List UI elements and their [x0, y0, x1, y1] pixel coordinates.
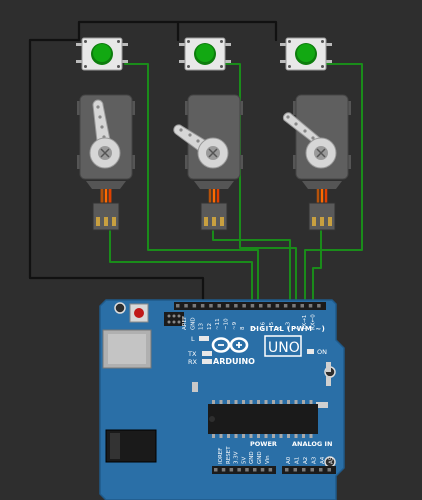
servo-motor-2[interactable] [173, 94, 243, 231]
pushbutton-2[interactable] [179, 37, 231, 71]
pin-label-a1: A1 [295, 457, 301, 464]
pin-label-2: 2 [294, 327, 300, 331]
pin-label-a4: A4 [320, 456, 326, 464]
svg-text:ON: ON [317, 348, 327, 356]
pin-label-tx1: TX→1 [302, 315, 308, 331]
on-led: ON [307, 348, 327, 356]
pin-label-9: ~9 [232, 321, 238, 330]
servo-3-signal-wire[interactable] [312, 227, 322, 307]
pin-label-vin: Vin [265, 455, 271, 464]
pin-label-8: 8 [240, 326, 246, 330]
pin-label-gnd: GND [249, 451, 255, 464]
button-2-signal-wire[interactable] [223, 63, 297, 307]
svg-text:L: L [191, 335, 195, 343]
pin-label-a2: A2 [303, 457, 309, 464]
pin-label-a3: A3 [312, 456, 318, 464]
pin-label-gnd: GND [190, 317, 196, 330]
pin-label-ioref: IOREF [218, 448, 224, 464]
pin-label-rx0: RX←0 [311, 314, 317, 330]
pin-label-aref: AREF [182, 316, 188, 330]
pin-label-3: ~3 [286, 321, 292, 330]
svg-text:RX: RX [188, 358, 198, 366]
digital-header[interactable] [174, 302, 326, 310]
pin-label-12: 12 [207, 323, 213, 330]
button-3-signal-wire[interactable] [304, 63, 363, 307]
atmega-chip[interactable] [208, 400, 318, 438]
pin-label-5: ~5 [269, 321, 275, 330]
power-label: POWER [250, 440, 277, 448]
servo-horn[interactable] [283, 112, 328, 146]
analog-header[interactable] [282, 466, 336, 474]
pin-label-a0: A0 [286, 456, 292, 464]
bottom-header-pins [214, 468, 331, 472]
svg-text:TX: TX [187, 350, 197, 358]
arduino-brand: ARDUINO [213, 357, 255, 366]
servo-horn[interactable] [92, 99, 113, 151]
pushbutton-1[interactable] [76, 37, 128, 71]
status-leds: L TX RX [187, 335, 212, 366]
uno-label-box [264, 335, 302, 357]
servo-motor-1[interactable] [77, 94, 135, 231]
digital-label: DIGITAL (PWM ~) [250, 325, 325, 333]
button-1-signal-wire[interactable] [124, 63, 259, 307]
analog-label: ANALOG IN [292, 440, 332, 448]
ground-wire[interactable] [28, 20, 278, 308]
pin-label-4: 4 [277, 326, 283, 330]
pin-label-11: ~11 [215, 318, 221, 330]
pin-label-33v: 3.3V [234, 451, 240, 464]
servo-1-signal-wire[interactable] [109, 227, 253, 307]
pin-label-reset: RESET [226, 446, 232, 464]
digital-header-pins [176, 304, 321, 308]
icsp-header [164, 312, 184, 326]
pushbutton-3[interactable] [280, 37, 332, 71]
pin-label-gnd: GND [257, 451, 263, 464]
pin-label-a5: A5 [329, 456, 335, 464]
arduino-logo [211, 337, 249, 353]
wires [28, 20, 363, 308]
power-header[interactable] [212, 466, 276, 474]
uno-label: UNO [268, 340, 300, 356]
pin-label-13: 13 [199, 323, 205, 330]
pin-label-6: ~6 [261, 321, 267, 330]
servo-2-signal-wire[interactable] [212, 227, 291, 307]
servo-motor-3[interactable] [283, 94, 351, 231]
pin-label-5v: 5V [241, 457, 247, 464]
pin-label-10: ~10 [224, 318, 230, 330]
pin-label-7: 7 [252, 326, 258, 330]
